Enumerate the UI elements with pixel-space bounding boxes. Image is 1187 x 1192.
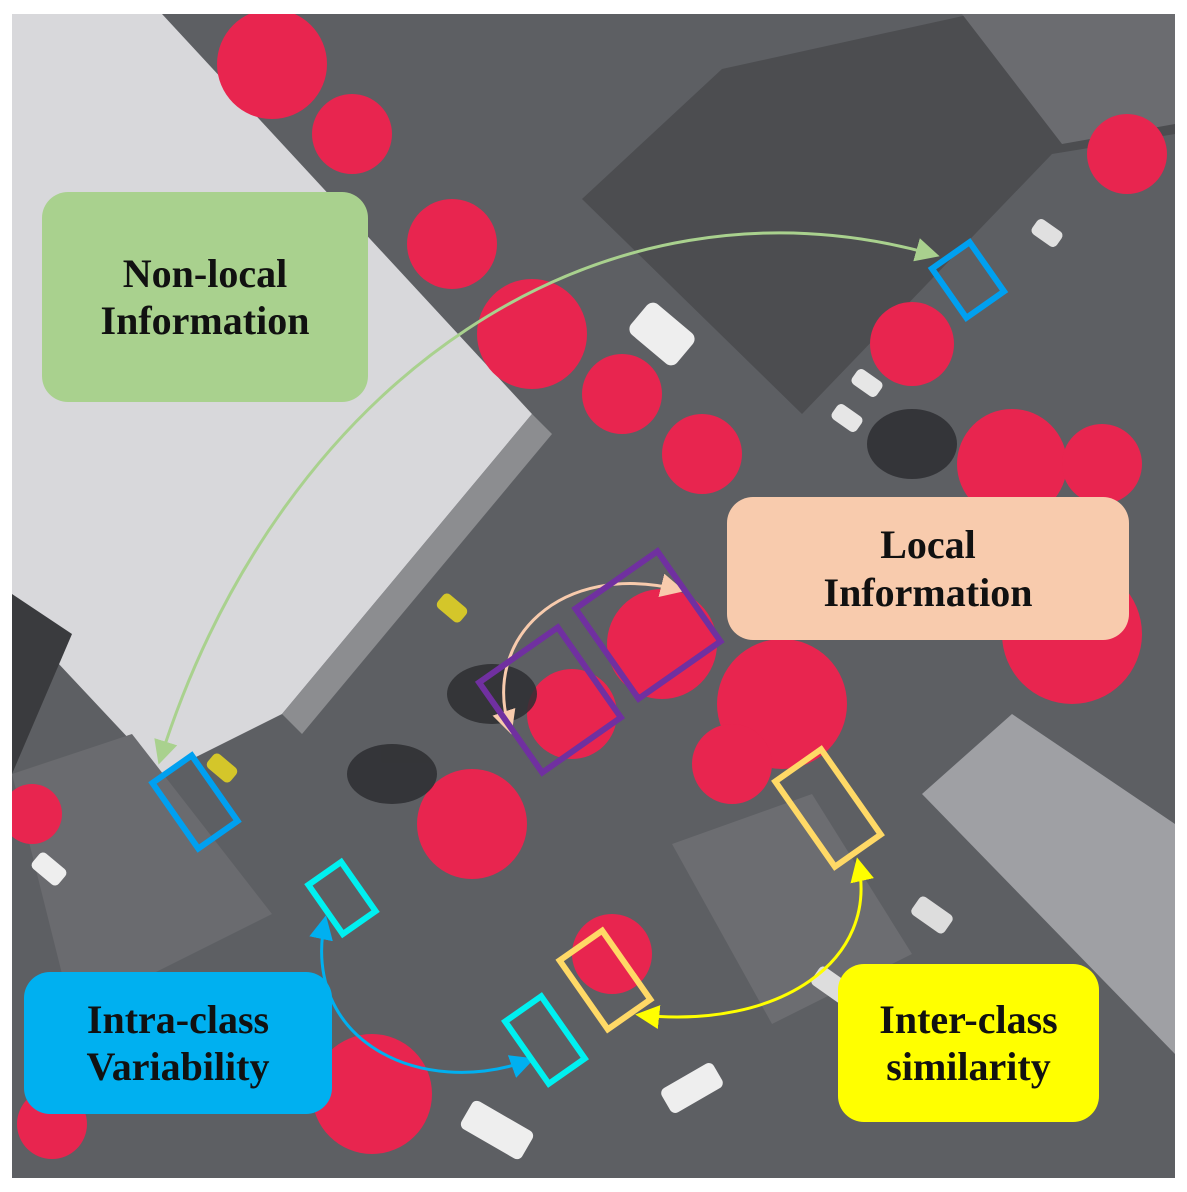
inter-line2: similarity (886, 1044, 1051, 1089)
intra-class-variability-label: Intra-class Variability (24, 972, 332, 1114)
nonlocal-line2: Information (100, 298, 310, 343)
inter-class-similarity-label: Inter-class similarity (838, 964, 1099, 1122)
intra-line2: Variability (86, 1044, 270, 1089)
nonlocal-line1: Non-local (122, 250, 288, 296)
local-line2: Information (823, 569, 1033, 615)
nonlocal-information-label: Non-local Information (42, 192, 368, 402)
local-line1: Local (880, 522, 976, 568)
gray-roof-building (922, 714, 1175, 1054)
intra-line1: Intra-class (86, 996, 270, 1042)
local-information-label: Local Information (727, 497, 1129, 640)
inter-line1: Inter-class (879, 996, 1058, 1042)
